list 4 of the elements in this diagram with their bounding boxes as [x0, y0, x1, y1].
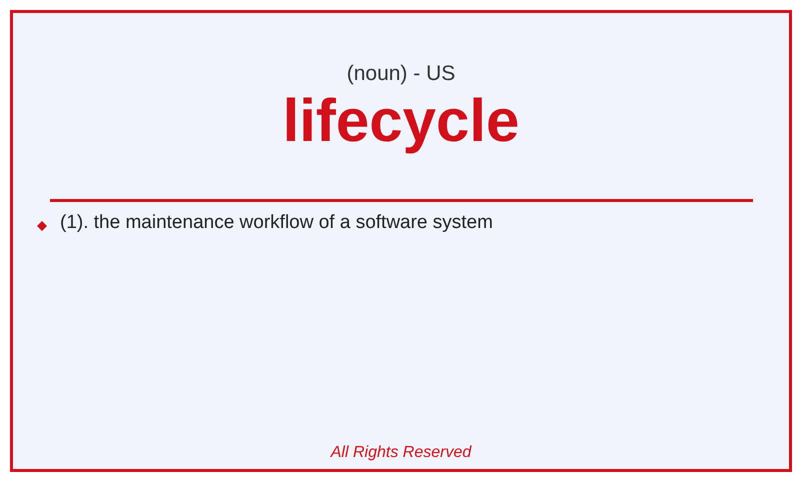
part-of-speech-label: (noun) - US: [346, 62, 456, 86]
copyright-notice: All Rights Reserved: [330, 444, 472, 462]
headword-title: lifecycle: [282, 86, 520, 156]
definition-text: (1). the maintenance workflow of a software system: [60, 212, 493, 234]
